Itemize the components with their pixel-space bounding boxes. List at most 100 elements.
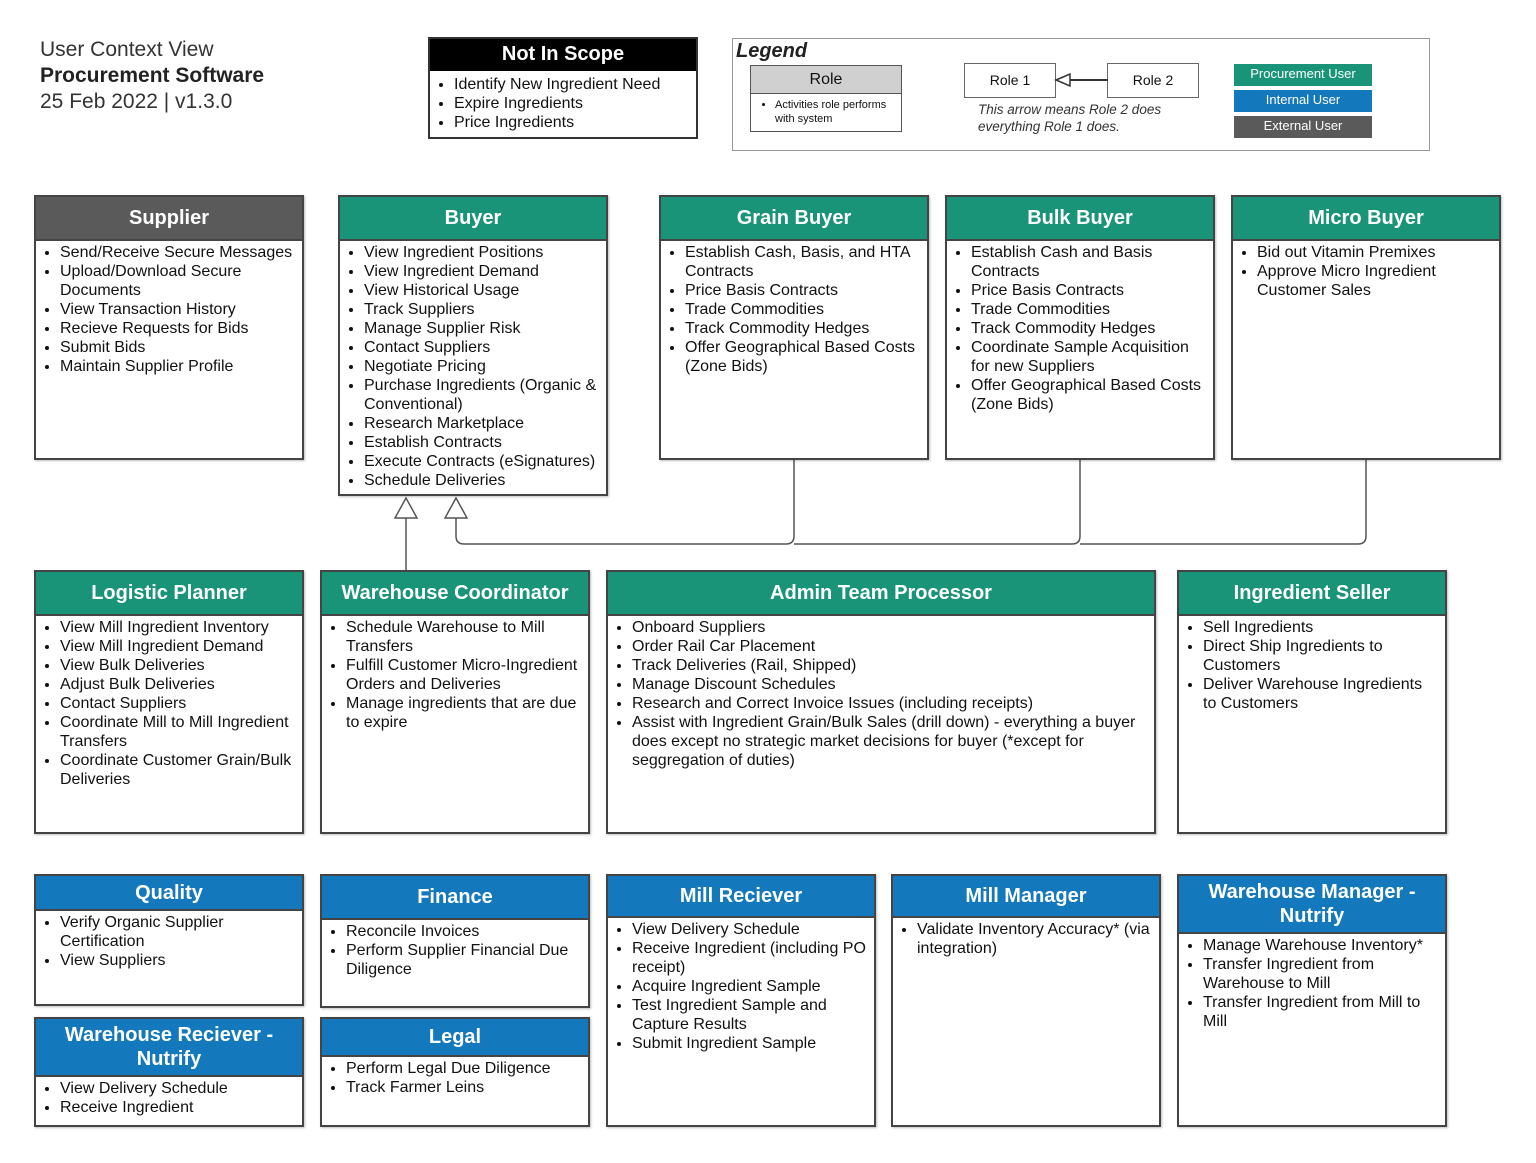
role-activity: Transfer Ingredient from Mill to Mill [1203,993,1439,1031]
role-activity: Contact Suppliers [60,694,296,713]
connector-bulk-to-buyer [794,460,1081,545]
role-activity: Recieve Requests for Bids [60,319,296,338]
role-activity: Acquire Ingredient Sample [632,977,868,996]
role-activity: Perform Legal Due Diligence [346,1059,582,1078]
connector-micro-to-buyer [1080,460,1367,545]
not-in-scope-item: Identify New Ingredient Need [454,75,696,94]
role-activity: Trade Commodities [685,300,921,319]
not-in-scope-title: Not In Scope [430,39,696,71]
role-activity: Trade Commodities [971,300,1207,319]
role-activity: View Bulk Deliveries [60,656,296,675]
role-activity: Establish Cash and Basis Contracts [971,243,1207,281]
role-activity: Upload/Download Secure Documents [60,262,296,300]
role-activity: View Historical Usage [364,281,600,300]
role-activity: Track Suppliers [364,300,600,319]
role-buyer: Buyer View Ingredient Positions View Ing… [338,195,608,496]
view-title: User Context View [40,38,214,61]
role-activity: Track Commodity Hedges [971,319,1207,338]
legend-title: Legend [736,40,808,62]
role-title: Bulk Buyer [947,197,1213,241]
role-activity: Track Commodity Hedges [685,319,921,338]
legend-role2: Role 2 [1107,63,1199,98]
role-activity: View Mill Ingredient Inventory [60,618,296,637]
role-grain-buyer: Grain Buyer Establish Cash, Basis, and H… [659,195,929,460]
legend-role-sample: Role Activities role performs with syste… [750,65,902,132]
role-title: Quality [36,876,302,911]
role-title: Grain Buyer [661,197,927,241]
role-activity: Track Deliveries (Rail, Shipped) [632,656,1148,675]
role-mill-reciever: Mill Reciever View Delivery Schedule Rec… [606,874,876,1127]
role-mill-manager: Mill Manager Validate Inventory Accuracy… [891,874,1161,1127]
not-in-scope-box: Not In Scope Identify New Ingredient Nee… [428,37,698,139]
role-legal: Legal Perform Legal Due Diligence Track … [320,1017,590,1127]
role-title: Warehouse Reciever - Nutrify [36,1019,302,1077]
role-logistic-planner: Logistic Planner View Mill Ingredient In… [34,570,304,834]
role-activity: Send/Receive Secure Messages [60,243,296,262]
role-activity: Maintain Supplier Profile [60,357,296,376]
role-activity: Execute Contracts (eSignatures) [364,452,600,471]
role-activity: Validate Inventory Accuracy* (via integr… [917,920,1153,958]
version-line: 25 Feb 2022 | v1.3.0 [40,90,233,113]
role-activity: Price Basis Contracts [971,281,1207,300]
role-title: Warehouse Coordinator [322,572,588,616]
role-activity: Coordinate Customer Grain/Bulk Deliverie… [60,751,296,789]
role-activity: Verify Organic Supplier Certification [60,913,296,951]
role-activity: Test Ingredient Sample and Capture Resul… [632,996,868,1034]
role-activity: Perform Supplier Financial Due Diligence [346,941,582,979]
role-title: Warehouse Manager - Nutrify [1179,876,1445,934]
legend-chip-internal: Internal User [1234,90,1372,112]
role-finance: Finance Reconcile Invoices Perform Suppl… [320,874,590,1008]
role-bulk-buyer: Bulk Buyer Establish Cash and Basis Cont… [945,195,1215,460]
role-activity: Purchase Ingredients (Organic & Conventi… [364,376,600,414]
role-activity: Manage Warehouse Inventory* [1203,936,1439,955]
legend-arrow-note: This arrow means Role 2 does everything … [978,102,1162,134]
legend-role1: Role 1 [964,63,1056,98]
inherit-arrowhead-icon [393,496,419,519]
role-activity: Sell Ingredients [1203,618,1439,637]
role-activity: Price Basis Contracts [685,281,921,300]
role-activity: View Delivery Schedule [632,920,868,939]
role-activity: View Delivery Schedule [60,1079,296,1098]
role-warehouse-manager-nutrify: Warehouse Manager - Nutrify Manage Wareh… [1177,874,1447,1127]
role-activity: Manage ingredients that are due to expir… [346,694,582,732]
role-activity: Approve Micro Ingredient Customer Sales [1257,262,1493,300]
not-in-scope-item: Expire Ingredients [454,94,696,113]
role-title: Mill Reciever [608,876,874,918]
role-title: Admin Team Processor [608,572,1154,616]
role-activity: Coordinate Sample Acquisition for new Su… [971,338,1207,376]
role-activity: Transfer Ingredient from Warehouse to Mi… [1203,955,1439,993]
role-activity: Receive Ingredient (including PO receipt… [632,939,868,977]
role-title: Finance [322,876,588,920]
role-activity: View Mill Ingredient Demand [60,637,296,656]
role-title: Mill Manager [893,876,1159,918]
role-activity: Research and Correct Invoice Issues (inc… [632,694,1148,713]
role-title: Supplier [36,197,302,241]
role-activity: Establish Contracts [364,433,600,452]
role-activity: Order Rail Car Placement [632,637,1148,656]
role-activity: Track Farmer Leins [346,1078,582,1097]
role-activity: Negotiate Pricing [364,357,600,376]
role-activity: Bid out Vitamin Premixes [1257,243,1493,262]
role-activity: Establish Cash, Basis, and HTA Contracts [685,243,921,281]
role-activity: Manage Discount Schedules [632,675,1148,694]
role-activity: View Ingredient Positions [364,243,600,262]
role-activity: Research Marketplace [364,414,600,433]
role-activity: Assist with Ingredient Grain/Bulk Sales … [632,713,1148,770]
role-activity: View Suppliers [60,951,296,970]
role-activity: Direct Ship Ingredients to Customers [1203,637,1439,675]
role-supplier: Supplier Send/Receive Secure Messages Up… [34,195,304,460]
role-activity: Submit Bids [60,338,296,357]
legend-inherit-arrow-icon [1054,72,1108,88]
role-title: Ingredient Seller [1179,572,1445,616]
legend-chip-procurement: Procurement User [1234,64,1372,86]
role-micro-buyer: Micro Buyer Bid out Vitamin Premixes App… [1231,195,1501,460]
role-activity: Reconcile Invoices [346,922,582,941]
legend-role-label: Role [751,66,901,94]
role-title: Buyer [340,197,606,241]
role-quality: Quality Verify Organic Supplier Certific… [34,874,304,1006]
role-warehouse-coordinator: Warehouse Coordinator Schedule Warehouse… [320,570,590,834]
not-in-scope-item: Price Ingredients [454,113,696,132]
role-activity: Offer Geographical Based Costs (Zone Bid… [685,338,921,376]
role-activity: Schedule Warehouse to Mill Transfers [346,618,582,656]
